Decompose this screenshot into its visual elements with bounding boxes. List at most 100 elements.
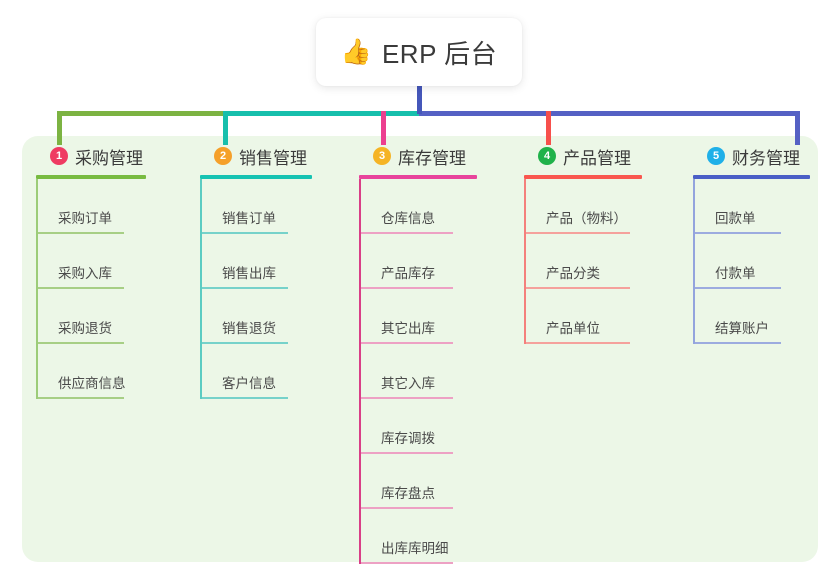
leaf-item-rule — [202, 397, 288, 399]
leaf-item-label: 产品（物料） — [546, 211, 627, 226]
leaf-item-label: 其它入库 — [381, 376, 435, 391]
leaf-item-rule — [38, 287, 124, 289]
leaf-item[interactable]: 回款单 — [693, 179, 823, 234]
leaf-item-label: 客户信息 — [222, 376, 276, 391]
root-stem-connector — [417, 82, 422, 114]
leaf-item-label: 库存调拨 — [381, 431, 435, 446]
root-node-title: ERP 后台 — [381, 38, 498, 69]
leaf-item[interactable]: 出库库明细 — [359, 509, 519, 564]
leaf-spine-3 — [359, 179, 361, 564]
leaf-list-2: 销售订单销售出库销售退货客户信息 — [200, 179, 360, 399]
leaf-item-label: 销售退货 — [222, 321, 276, 336]
leaf-item-rule — [202, 287, 288, 289]
leaf-item[interactable]: 采购订单 — [36, 179, 196, 234]
leaf-spine-1 — [36, 179, 38, 399]
leaf-item[interactable]: 客户信息 — [200, 344, 360, 399]
leaf-item[interactable]: 库存调拨 — [359, 399, 519, 454]
leaf-item-label: 库存盘点 — [381, 486, 435, 501]
column-title-2: 销售管理 — [239, 148, 307, 168]
leaf-item-label: 销售出库 — [222, 266, 276, 281]
leaf-item[interactable]: 仓库信息 — [359, 179, 519, 234]
column-badge-3: 3 — [373, 147, 391, 165]
column-title-3: 库存管理 — [398, 148, 466, 168]
leaf-item-rule — [361, 507, 453, 509]
leaf-item-rule — [361, 562, 453, 564]
leaf-item-label: 采购退货 — [58, 321, 112, 336]
leaf-spine-4 — [524, 179, 526, 344]
leaf-item-rule — [695, 342, 781, 344]
leaf-item[interactable]: 产品（物料） — [524, 179, 694, 234]
column-header-4[interactable]: 4 产品管理 — [524, 143, 694, 169]
root-node-card[interactable]: 👍 ERP 后台 — [316, 18, 522, 86]
leaf-item[interactable]: 产品单位 — [524, 289, 694, 344]
leaf-item-rule — [695, 287, 781, 289]
leaf-item-rule — [361, 232, 453, 234]
column-header-5[interactable]: 5 财务管理 — [693, 143, 823, 169]
drop-connector-4 — [546, 111, 551, 145]
leaf-item[interactable]: 库存盘点 — [359, 454, 519, 509]
leaf-spine-2 — [200, 179, 202, 399]
column-rule-4 — [524, 175, 642, 179]
leaf-item-label: 采购订单 — [58, 211, 112, 226]
thumbs-up-icon: 👍 — [340, 37, 372, 66]
drop-connector-5 — [795, 111, 800, 145]
leaf-item[interactable]: 其它出库 — [359, 289, 519, 344]
column-5: 5 财务管理回款单付款单结算账户 — [693, 143, 823, 344]
leaf-item-label: 结算账户 — [715, 321, 769, 336]
leaf-item-rule — [361, 452, 453, 454]
leaf-item-rule — [526, 342, 630, 344]
leaf-item-label: 产品单位 — [546, 321, 600, 336]
column-title-5: 财务管理 — [732, 148, 800, 168]
leaf-item[interactable]: 付款单 — [693, 234, 823, 289]
leaf-item-rule — [361, 287, 453, 289]
leaf-item[interactable]: 其它入库 — [359, 344, 519, 399]
leaf-item-label: 回款单 — [715, 211, 756, 226]
column-2: 2 销售管理销售订单销售出库销售退货客户信息 — [200, 143, 360, 399]
leaf-item-rule — [38, 342, 124, 344]
column-badge-2: 2 — [214, 147, 232, 165]
leaf-item-rule — [202, 342, 288, 344]
column-header-2[interactable]: 2 销售管理 — [200, 143, 360, 169]
leaf-item[interactable]: 供应商信息 — [36, 344, 196, 399]
column-3: 3 库存管理仓库信息产品库存其它出库其它入库库存调拨库存盘点出库库明细 — [359, 143, 519, 564]
bus-segment-green — [57, 111, 225, 116]
leaf-item[interactable]: 采购退货 — [36, 289, 196, 344]
leaf-list-4: 产品（物料） 产品分类产品单位 — [524, 179, 694, 344]
leaf-item-rule — [526, 232, 630, 234]
leaf-item[interactable]: 结算账户 — [693, 289, 823, 344]
leaf-item-label: 供应商信息 — [58, 376, 126, 391]
column-rule-2 — [200, 175, 312, 179]
leaf-list-1: 采购订单采购入库采购退货供应商信息 — [36, 179, 196, 399]
column-rule-3 — [359, 175, 477, 179]
leaf-item[interactable]: 产品分类 — [524, 234, 694, 289]
leaf-item[interactable]: 销售订单 — [200, 179, 360, 234]
leaf-item-rule — [202, 232, 288, 234]
leaf-item[interactable]: 销售出库 — [200, 234, 360, 289]
leaf-list-3: 仓库信息产品库存其它出库其它入库库存调拨库存盘点出库库明细 — [359, 179, 519, 564]
column-badge-1: 1 — [50, 147, 68, 165]
leaf-item-rule — [361, 342, 453, 344]
drop-connector-3 — [381, 111, 386, 145]
leaf-item-label: 产品分类 — [546, 266, 600, 281]
leaf-item-rule — [526, 287, 630, 289]
column-header-3[interactable]: 3 库存管理 — [359, 143, 519, 169]
column-4: 4 产品管理产品（物料） 产品分类产品单位 — [524, 143, 694, 344]
drop-connector-1 — [57, 111, 62, 145]
drop-connector-2 — [223, 111, 228, 145]
leaf-item-label: 付款单 — [715, 266, 756, 281]
column-badge-5: 5 — [707, 147, 725, 165]
leaf-spine-5 — [693, 179, 695, 344]
column-rule-5 — [693, 175, 810, 179]
diagram-panel — [22, 136, 818, 562]
leaf-item-rule — [695, 232, 781, 234]
leaf-item[interactable]: 产品库存 — [359, 234, 519, 289]
column-title-4: 产品管理 — [563, 148, 631, 168]
leaf-item[interactable]: 采购入库 — [36, 234, 196, 289]
leaf-item-label: 采购入库 — [58, 266, 112, 281]
column-badge-4: 4 — [538, 147, 556, 165]
leaf-item[interactable]: 销售退货 — [200, 289, 360, 344]
leaf-list-5: 回款单付款单结算账户 — [693, 179, 823, 344]
bus-segment-blue — [419, 111, 797, 116]
